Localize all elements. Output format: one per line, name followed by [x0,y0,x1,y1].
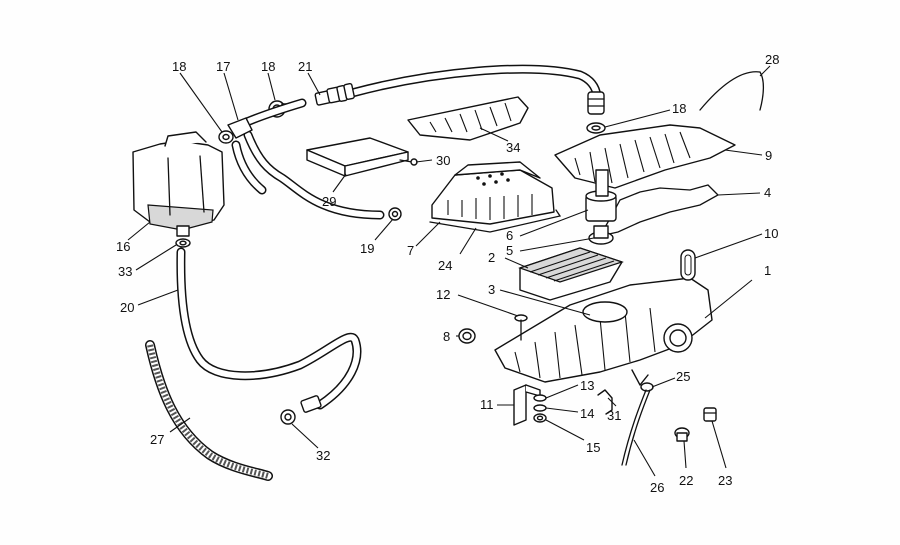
washer-13 [533,394,547,402]
reservoir-tank-16 [132,131,225,237]
callout-4: 4 [764,185,771,200]
screw-12 [514,314,528,341]
cover-plate-29 [306,137,409,177]
upper-cover-9 [554,124,736,189]
callout-27: 27 [150,432,164,447]
callout-10: 10 [764,226,778,241]
air-filter-2 [518,247,624,301]
drain-hose-20 [176,247,362,413]
callout-15: 15 [586,440,600,455]
wire-28 [699,71,765,111]
hose-clamp-25 [640,382,654,392]
callout-16: 16 [116,239,130,254]
washer-14 [533,404,547,412]
o-ring-8 [458,328,476,344]
callout-14: 14 [580,406,594,421]
lid-gasket-24 [429,209,562,233]
callout-13: 13 [580,378,594,393]
clip-31 [597,389,613,415]
callout-32: 32 [316,448,330,463]
elbow-fitting [587,91,605,115]
hose-clamp-32 [280,409,296,425]
callout-21: 21 [298,59,312,74]
hose-clamp-18-right [586,122,606,134]
callout-29: 29 [322,194,336,209]
drain-tube-26 [621,389,651,466]
callout-5: 5 [506,243,513,258]
callout-2: 2 [488,250,495,265]
hose-clamp-33 [175,238,191,248]
callout-18b: 18 [261,59,275,74]
callout-34: 34 [506,140,520,155]
hose-clamp-18-left [218,130,234,144]
airbox-lid-7 [431,161,555,225]
callout-12: 12 [436,287,450,302]
callout-3: 3 [488,282,495,297]
callout-24: 24 [438,258,452,273]
tank-breather-hose-17 [227,98,385,220]
valve-body-6 [585,169,617,222]
callout-1: 1 [764,263,771,278]
plug-22 [674,427,690,442]
nut-15 [533,413,547,423]
callout-25: 25 [676,369,690,384]
callout-20: 20 [120,300,134,315]
callout-11: 11 [480,397,494,412]
braided-hose-27 [145,340,273,481]
callout-6: 6 [506,228,513,243]
seal-ring-10 [680,249,696,281]
gasket-4 [598,184,720,237]
callout-17: 17 [216,59,230,74]
callout-18c: 18 [672,101,686,116]
valve-seat-5 [588,225,614,245]
callout-18a: 18 [172,59,186,74]
callout-22: 22 [679,473,693,488]
hose-clamp-19 [388,207,402,221]
callout-31: 31 [607,408,621,423]
callout-28: 28 [765,52,779,67]
callout-labels: 1 2 3 4 5 6 7 8 9 10 11 12 13 14 15 16 1… [116,52,779,495]
intake-duct-34 [407,96,529,141]
leader-lines [127,65,771,477]
breather-hose-top [347,64,602,101]
callout-19: 19 [360,241,374,256]
airbox-base-1 [494,277,713,386]
cap-23 [703,407,717,422]
callout-33: 33 [118,264,132,279]
callout-7: 7 [407,243,414,258]
callout-23: 23 [718,473,732,488]
callout-8: 8 [443,329,450,344]
hose-fitting-21 [314,82,355,106]
callout-26: 26 [650,480,664,495]
bracket-11 [513,384,541,426]
callout-30: 30 [436,153,450,168]
callout-9: 9 [765,148,772,163]
